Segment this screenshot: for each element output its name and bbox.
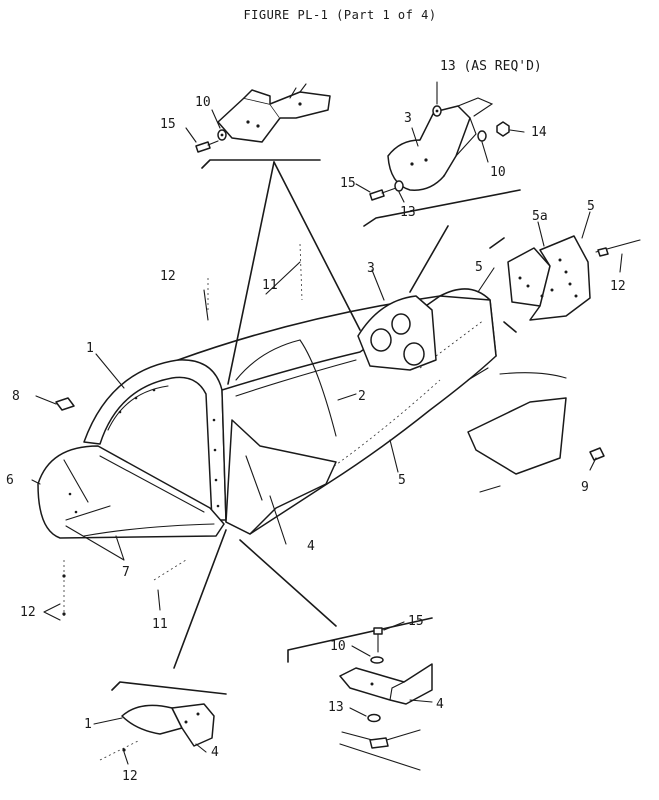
callout-10: 10 bbox=[195, 95, 211, 110]
detail-top-left: 15 10 bbox=[160, 83, 331, 169]
callout-12-top: 12 bbox=[160, 269, 176, 284]
callout-13: 13 bbox=[400, 205, 416, 220]
callout-14: 14 bbox=[531, 125, 547, 140]
callout-9: 9 bbox=[581, 480, 589, 495]
callout-2: 2 bbox=[358, 389, 366, 404]
callout-5: 5 bbox=[587, 199, 595, 214]
callout-10: 10 bbox=[490, 165, 506, 180]
callout-12: 12 bbox=[610, 279, 626, 294]
figure-title: FIGURE PL-1 (Part 1 of 4) bbox=[243, 8, 436, 22]
canopy-main-assembly: 12 11 3 5 1 2 8 5 9 6 4 7 12 11 bbox=[6, 161, 605, 669]
callout-1: 1 bbox=[86, 341, 94, 356]
callout-7: 7 bbox=[122, 565, 130, 580]
callout-10: 10 bbox=[330, 639, 346, 654]
callout-4: 4 bbox=[436, 697, 444, 712]
detail-bottom-left: 1 4 12 bbox=[84, 681, 227, 784]
callout-6: 6 bbox=[6, 473, 14, 488]
callout-11-lower: 11 bbox=[152, 617, 168, 632]
callout-5-top: 5 bbox=[475, 260, 483, 275]
detail-right-bracket: 5a 5 12 bbox=[489, 199, 641, 333]
callout-12-left: 12 bbox=[20, 605, 36, 620]
callout-3: 3 bbox=[404, 111, 412, 126]
callout-3: 3 bbox=[367, 261, 375, 276]
callout-4: 4 bbox=[211, 745, 219, 760]
callout-13-as-reqd: 13 (AS REQ'D) bbox=[440, 59, 542, 74]
callout-8: 8 bbox=[12, 389, 20, 404]
detail-top-right: 13 (AS REQ'D) 3 14 10 15 13 bbox=[340, 59, 547, 227]
callout-5-lower: 5 bbox=[398, 473, 406, 488]
callout-15: 15 bbox=[340, 176, 356, 191]
callout-4: 4 bbox=[307, 539, 315, 554]
callout-1: 1 bbox=[84, 717, 92, 732]
callout-11-top: 11 bbox=[262, 278, 278, 293]
detail-bottom-right: 15 10 4 13 bbox=[287, 614, 444, 771]
callout-15: 15 bbox=[408, 614, 424, 629]
callout-13: 13 bbox=[328, 700, 344, 715]
callout-5a: 5a bbox=[532, 209, 548, 224]
callout-12: 12 bbox=[122, 769, 138, 784]
callout-15: 15 bbox=[160, 117, 176, 132]
